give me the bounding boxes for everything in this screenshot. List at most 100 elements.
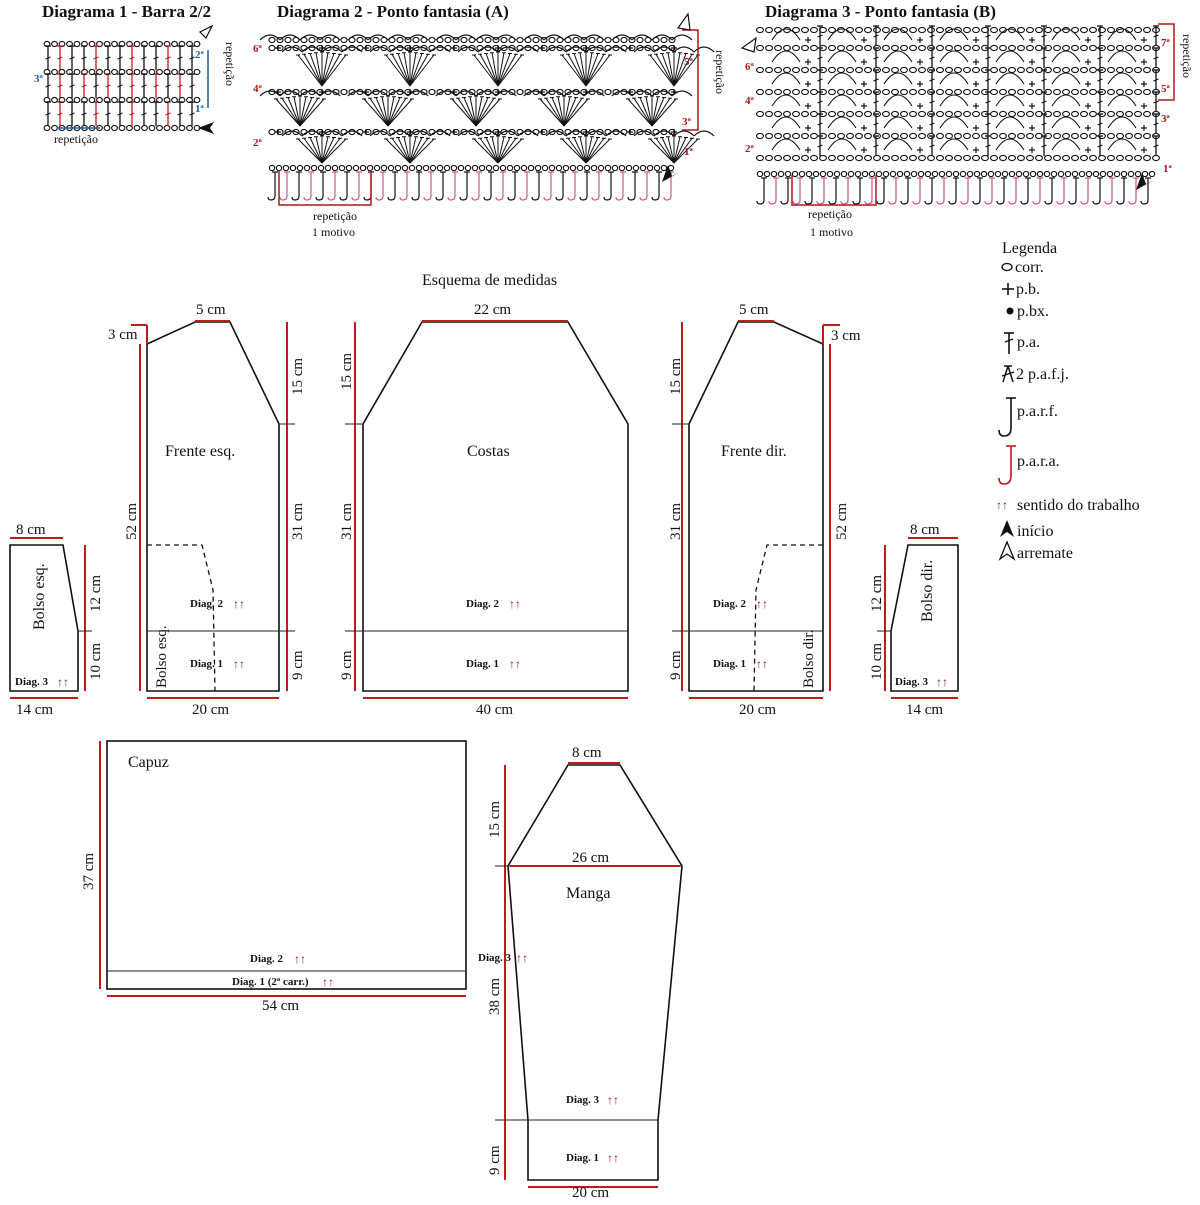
chain-loop-icon <box>995 116 1025 129</box>
chain-icon <box>910 170 918 178</box>
chain-icon <box>1053 88 1061 96</box>
chain-arc-icon <box>517 46 539 53</box>
chain-icon <box>332 44 340 52</box>
chain-icon <box>644 44 652 52</box>
chain-loop-icon <box>827 72 857 85</box>
direction-arrows-icon: ↑↑ <box>607 1093 619 1107</box>
chain-icon <box>660 36 668 44</box>
chain-arc-icon <box>369 46 391 53</box>
chain-icon <box>444 88 452 96</box>
chain-icon <box>1080 26 1088 34</box>
chain-icon <box>590 164 598 172</box>
chain-arc-icon <box>497 46 519 53</box>
front-post-dc-icon <box>483 171 494 201</box>
chain-icon <box>532 128 540 136</box>
chain-icon <box>1098 66 1106 74</box>
slip-stitch-icon <box>1006 307 1014 315</box>
front-post-dc-icon <box>339 171 350 201</box>
chain-icon <box>96 96 103 104</box>
chain-icon <box>828 88 836 96</box>
direction-arrows-icon: ↑↑ <box>57 675 69 689</box>
chain-icon <box>401 164 409 172</box>
double-crochet-icon <box>1153 25 1159 46</box>
chain-icon <box>810 154 818 162</box>
chain-icon <box>444 36 452 44</box>
chain-icon <box>1107 154 1115 162</box>
chain-icon <box>548 164 556 172</box>
sleeve-rib: 9 cm <box>487 1145 503 1175</box>
chain-icon <box>999 26 1007 34</box>
double-crochet-icon <box>1041 135 1047 156</box>
chain-arc-icon <box>429 130 451 137</box>
chain-icon <box>604 88 612 96</box>
double-crochet-icon <box>153 45 159 70</box>
chain-icon <box>1080 88 1088 96</box>
chain-loop-icon <box>1051 72 1081 85</box>
chain-arc-icon <box>259 34 281 41</box>
single-crochet-icon <box>861 59 867 65</box>
chain-icon <box>924 170 932 178</box>
chain-icon <box>292 88 300 96</box>
chain-icon <box>1134 110 1142 118</box>
chain-icon <box>348 88 356 96</box>
front-post-dc-icon <box>756 177 767 205</box>
chain-icon <box>1089 44 1097 52</box>
chain-icon <box>954 66 962 74</box>
chain-icon <box>765 110 773 118</box>
chain-icon <box>356 36 364 44</box>
chain-icon <box>340 44 348 52</box>
chain-icon <box>1143 26 1151 34</box>
double-crochet-icon <box>1041 113 1047 134</box>
chain-icon <box>810 132 818 140</box>
double-crochet-icon <box>81 101 87 126</box>
chain-icon <box>774 26 782 34</box>
single-crochet-icon <box>1141 147 1147 153</box>
back-post-dc-icon <box>936 177 947 205</box>
chain-icon <box>652 128 660 136</box>
chain-icon <box>1125 110 1133 118</box>
double-crochet-icon <box>117 73 123 98</box>
chain-icon <box>801 132 809 140</box>
chain-icon <box>765 26 773 34</box>
chain-icon <box>460 128 468 136</box>
chain-icon <box>1057 170 1065 178</box>
chain-icon <box>882 44 890 52</box>
back-post-dc-icon <box>399 171 410 201</box>
chain-icon <box>484 44 492 52</box>
chain-icon <box>457 164 465 172</box>
chain-icon <box>918 110 926 118</box>
diagram-1-row-1: 1ª <box>195 103 205 115</box>
chain-icon <box>1152 44 1160 52</box>
front-right-rib: 9 cm <box>668 650 684 680</box>
chain-icon <box>133 124 141 132</box>
chain-arc-icon <box>369 130 391 137</box>
single-crochet-icon <box>917 147 923 153</box>
chain-icon <box>340 36 348 44</box>
chain-icon <box>516 88 524 96</box>
back-post-dc-icon <box>495 171 506 201</box>
chain-loop-icon <box>883 72 913 85</box>
front-right-piece: 5 cm 3 cm 15 cm 31 cm 9 cm 52 cm 20 cm F… <box>668 302 861 718</box>
double-crochet-icon <box>1153 135 1159 156</box>
hood-name: Capuz <box>128 754 169 771</box>
double-crochet-icon <box>57 45 63 70</box>
chain-icon <box>506 164 514 172</box>
front-post-dc-icon <box>411 171 422 201</box>
chain-icon <box>837 88 845 96</box>
chain-icon <box>936 154 944 162</box>
chain-loop-icon <box>1107 28 1137 41</box>
legend-parf: p.a.r.f. <box>1017 403 1058 420</box>
chain-icon <box>580 88 588 96</box>
chain-icon <box>1071 44 1079 52</box>
front-left-pocket-label: Bolso esq. <box>154 625 170 688</box>
chain-icon <box>516 128 524 136</box>
chain-icon <box>981 26 989 34</box>
chain-arc-icon <box>545 46 567 53</box>
chain-icon <box>882 66 890 74</box>
double-crochet-icon <box>45 45 51 70</box>
chain-icon <box>777 170 785 178</box>
chain-icon <box>324 164 332 172</box>
chain-icon <box>444 128 452 136</box>
chain-icon <box>1098 132 1106 140</box>
chain-loop-icon <box>827 94 857 107</box>
